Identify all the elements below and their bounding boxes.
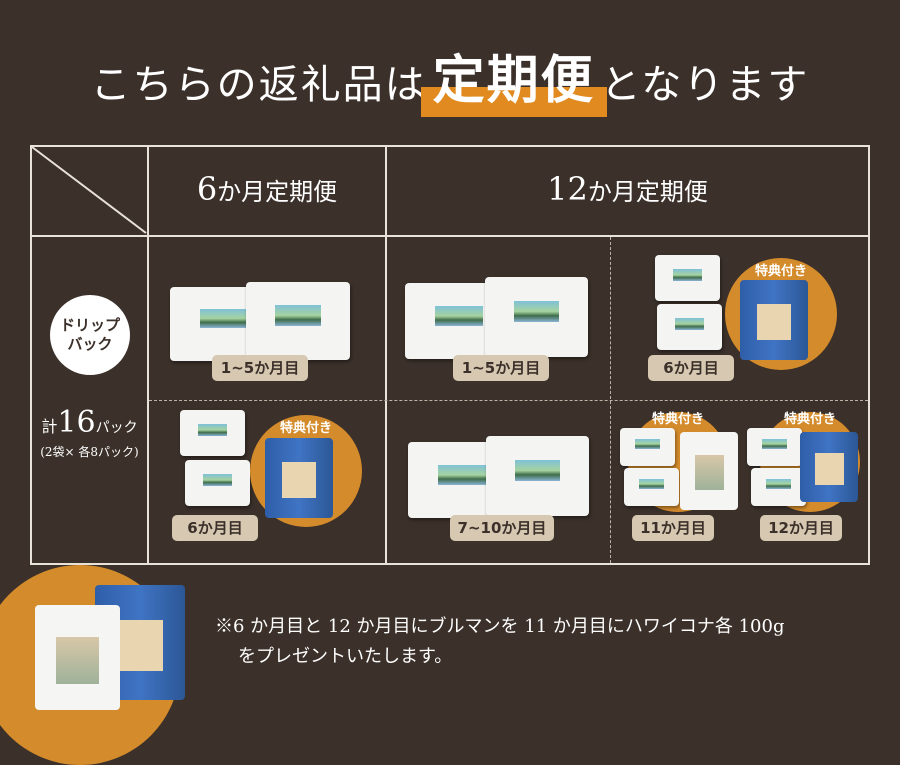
diagonal-line <box>31 146 147 234</box>
month-label: 12か月目 <box>760 515 842 541</box>
drip-packet <box>246 282 350 360</box>
drip-packet <box>180 410 245 456</box>
drip-packet <box>655 255 720 301</box>
bonus-badge: 特典付き <box>651 412 704 427</box>
title-after: となります <box>600 62 810 108</box>
title-before: こちらの返礼品は <box>90 62 427 108</box>
total-prefix: 計 <box>41 417 58 436</box>
drip-bag-badge: ドリップバック <box>50 295 130 375</box>
drip-packet <box>751 468 806 506</box>
bonus-badge: 特典付き <box>783 412 836 427</box>
drip-packet <box>747 428 802 466</box>
coffee-bag-white <box>35 605 120 710</box>
bonus-badge: 特典付き <box>754 264 807 279</box>
drip-packet <box>624 468 679 506</box>
header-unit: か月定期便 <box>217 178 338 206</box>
note-line-1: ※6 か月目と 12 か月目にブルマンを 11 か月目にハワイコナ各 100g <box>215 616 785 637</box>
coffee-bag-blue <box>800 432 858 502</box>
divider <box>868 145 870 565</box>
page-title: こちらの返礼品は定期便となります <box>0 38 900 117</box>
title-highlight: 定期便 <box>420 38 607 117</box>
drip-packet <box>485 277 588 357</box>
month-label: 11か月目 <box>632 515 714 541</box>
header-unit: か月定期便 <box>587 178 708 206</box>
drip-packet <box>185 460 250 506</box>
month-label: 7~10か月目 <box>450 515 554 541</box>
drip-packet <box>657 304 722 350</box>
coffee-bag-white <box>680 432 738 510</box>
header-6-month: 6か月定期便 <box>149 170 385 208</box>
total-num: 16 <box>57 405 96 440</box>
badge-line: ドリップ <box>59 315 120 334</box>
divider <box>147 145 149 565</box>
divider <box>30 563 870 565</box>
coffee-bag-blue <box>265 438 333 518</box>
total-detail: (2袋× 各8パック) <box>40 445 139 459</box>
header-12-month: 12か月定期便 <box>387 170 868 208</box>
header-num: 12 <box>547 170 588 208</box>
month-label: 1~5か月目 <box>212 355 308 381</box>
divider <box>30 145 32 565</box>
header-num: 6 <box>196 170 218 208</box>
total-suffix: パック <box>95 420 138 436</box>
total-count: 計16パック <box>32 405 147 440</box>
month-label: 6か月目 <box>648 355 734 381</box>
month-label: 1~5か月目 <box>453 355 549 381</box>
drip-packet <box>620 428 675 466</box>
dashed-divider <box>149 400 868 401</box>
divider <box>30 145 870 147</box>
dashed-divider <box>610 237 611 563</box>
divider <box>385 145 387 565</box>
drip-packet <box>486 436 589 516</box>
bonus-badge: 特典付き <box>279 421 332 436</box>
month-label: 6か月目 <box>172 515 258 541</box>
note-line-2: をプレゼントいたします。 <box>238 646 453 667</box>
coffee-bag-blue <box>740 280 808 360</box>
badge-line: バック <box>67 335 113 353</box>
divider <box>30 235 870 237</box>
